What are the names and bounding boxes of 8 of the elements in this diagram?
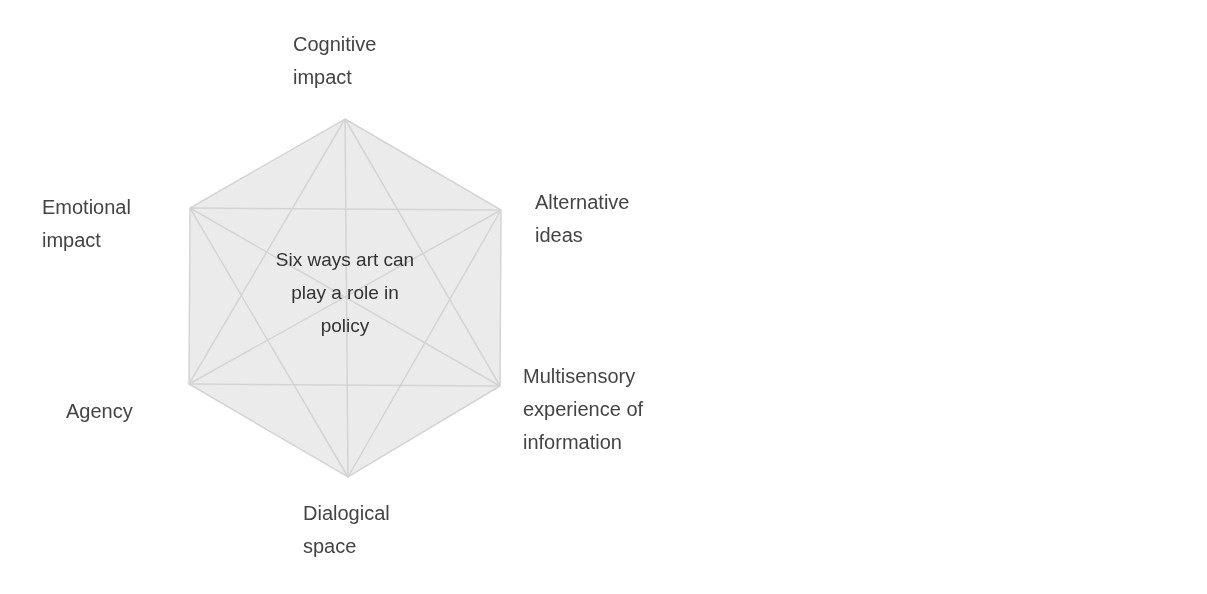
hexagon-shape — [188, 118, 502, 478]
vertex-label: Dialogical space — [303, 501, 391, 559]
vertex-label: Emotional impact — [42, 195, 132, 253]
vertex-label: Agency — [66, 399, 134, 424]
vertex-label: Multisensory experience of information — [523, 364, 645, 455]
vertex-label: Alternative ideas — [535, 190, 631, 248]
vertex-label: Cognitive impact — [293, 32, 378, 90]
center-title: Six ways art can play a role in policy — [274, 248, 416, 338]
